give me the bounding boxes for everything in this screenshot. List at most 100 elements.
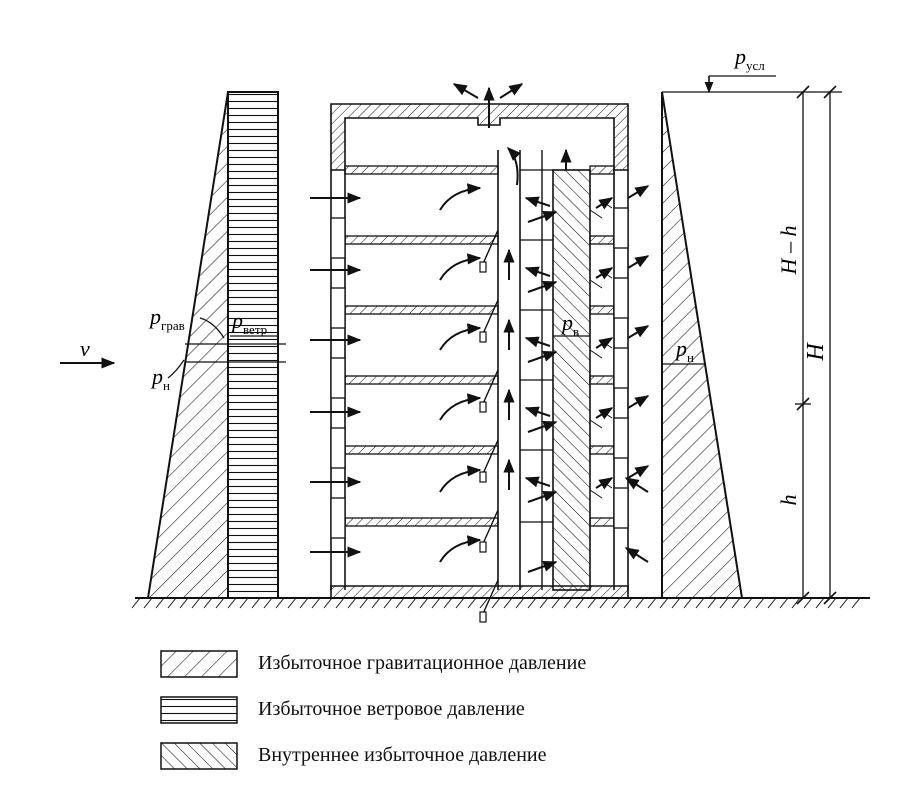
roof-exhaust-arrows xyxy=(452,83,524,128)
room-flow-arrow xyxy=(439,535,482,563)
floor-slab-right xyxy=(589,517,615,527)
right-inflow-arrow xyxy=(624,477,649,493)
ground-hatch-mark xyxy=(287,597,297,609)
building-section-drawing: v pграв pветр pн pв pн pусл H – h H h xyxy=(60,44,870,623)
windows xyxy=(330,207,629,623)
internal-outflow-arrow xyxy=(527,560,558,573)
ground-hatch-mark xyxy=(683,597,693,609)
shaft-flap xyxy=(481,369,499,407)
right-exhaust-arrow xyxy=(627,185,650,199)
shaft-flap xyxy=(481,509,499,547)
ground-hatch-mark xyxy=(431,597,441,609)
right-exhaust-arrow xyxy=(627,395,650,409)
internal-pressure-label: pв xyxy=(560,310,579,339)
ground-hatch-mark xyxy=(383,597,393,609)
ventilation-shaft xyxy=(497,150,543,590)
ground-hatch-mark xyxy=(731,597,741,609)
window-right xyxy=(613,347,629,389)
gravitational-pressure-label: pграв xyxy=(148,304,185,333)
legend-item-wind: Избыточное ветровое давление xyxy=(160,696,780,726)
legend-label-grav: Избыточное гравитационное давление xyxy=(258,652,587,674)
ground-hatch-mark xyxy=(263,597,273,609)
ground-hatch-mark xyxy=(611,597,621,609)
ground-hatch-mark xyxy=(143,597,153,609)
ground-hatch-mark xyxy=(227,597,237,609)
ground-hatch-mark xyxy=(395,597,405,609)
legend-item-grav: Избыточное гравитационное давление xyxy=(160,650,780,680)
room-flow-arrow xyxy=(439,465,482,493)
shaft-flap-tip xyxy=(479,611,487,623)
ground-hatch-mark xyxy=(239,597,249,609)
shaft-flap-tip xyxy=(479,261,487,273)
ground-hatch-mark xyxy=(335,597,345,609)
room-flow-arrow xyxy=(439,253,482,281)
ground-hatch-mark xyxy=(551,597,561,609)
ground-hatch-mark xyxy=(131,597,141,609)
internal-to-shaft-arrow xyxy=(524,196,551,208)
floor-slab-right xyxy=(589,165,615,175)
outside-pressure-label-left: pн xyxy=(150,364,170,393)
room-flow-arrow xyxy=(439,323,482,351)
ground-hatch-mark xyxy=(707,597,717,609)
ground-hatch-mark xyxy=(743,597,753,609)
connector-mark xyxy=(599,409,613,419)
ground-hatch-mark xyxy=(275,597,285,609)
room-flow-arrow xyxy=(439,393,482,421)
ground-hatch-mark xyxy=(155,597,165,609)
internal-to-shaft-arrow xyxy=(524,476,551,488)
ground-hatch-mark xyxy=(623,597,633,609)
floor-slab xyxy=(344,165,499,175)
connector-mark xyxy=(599,339,613,349)
window-right xyxy=(613,487,629,529)
conditional-pressure-label: pусл xyxy=(733,44,765,73)
ground-hatch-mark xyxy=(179,597,189,609)
legend-label-internal: Внутреннее избыточное давление xyxy=(258,744,547,766)
ground-hatch-mark xyxy=(575,597,585,609)
gravitational-pressure-epure-right xyxy=(661,91,744,599)
ground-hatch-mark xyxy=(599,597,609,609)
ground-hatch-mark xyxy=(515,597,525,609)
window-right xyxy=(613,207,629,249)
internal-outflow-arrow xyxy=(527,210,558,223)
floor-slab xyxy=(344,517,499,527)
ground-hatch-mark xyxy=(455,597,465,609)
ground-hatch-mark xyxy=(827,597,837,609)
ground-hatch-mark xyxy=(347,597,357,609)
ground-hatch-mark xyxy=(311,597,321,609)
shaft-flap xyxy=(481,579,499,617)
ground-hatch-mark xyxy=(503,597,513,609)
right-exhaust-arrow xyxy=(627,325,650,339)
shaft-flap xyxy=(481,229,499,267)
shaft-top-arrow xyxy=(507,147,521,186)
ground-hatch-mark xyxy=(671,597,681,609)
ground-hatch-mark xyxy=(779,597,789,609)
window-right xyxy=(613,277,629,319)
internal-outflow-arrow xyxy=(527,350,558,363)
ground-hatch-mark xyxy=(251,597,261,609)
ground-hatch-mark xyxy=(443,597,453,609)
shaft-flap-tip xyxy=(479,471,487,483)
left-pressure-dimensions xyxy=(167,317,286,379)
ground-hatch-mark xyxy=(587,597,597,609)
ground-hatch-mark xyxy=(851,597,861,609)
height-dimensions xyxy=(795,85,837,605)
ground-hatch-mark xyxy=(527,597,537,609)
window-left xyxy=(330,287,346,329)
connector-mark xyxy=(589,419,603,429)
internal-to-shaft-arrow xyxy=(524,266,551,278)
window-right xyxy=(613,417,629,459)
ground-hatch-mark xyxy=(659,597,669,609)
gravitational-hatch-swatch xyxy=(160,650,238,678)
window-left xyxy=(330,497,346,539)
internal-to-shaft-arrow xyxy=(524,406,551,418)
legend-item-internal: Внутреннее избыточное давление xyxy=(160,742,780,772)
connector-mark xyxy=(589,349,603,359)
legend-label-wind: Избыточное ветровое давление xyxy=(258,698,525,720)
ground-hatch-mark xyxy=(563,597,573,609)
floor-slab-right xyxy=(589,375,615,385)
floor-slab xyxy=(344,375,499,385)
ground-hatch-mark xyxy=(407,597,417,609)
ground-hatch-mark xyxy=(695,597,705,609)
room-flow-arrow xyxy=(439,183,482,211)
wind-pressure-label: pветр xyxy=(230,308,267,337)
